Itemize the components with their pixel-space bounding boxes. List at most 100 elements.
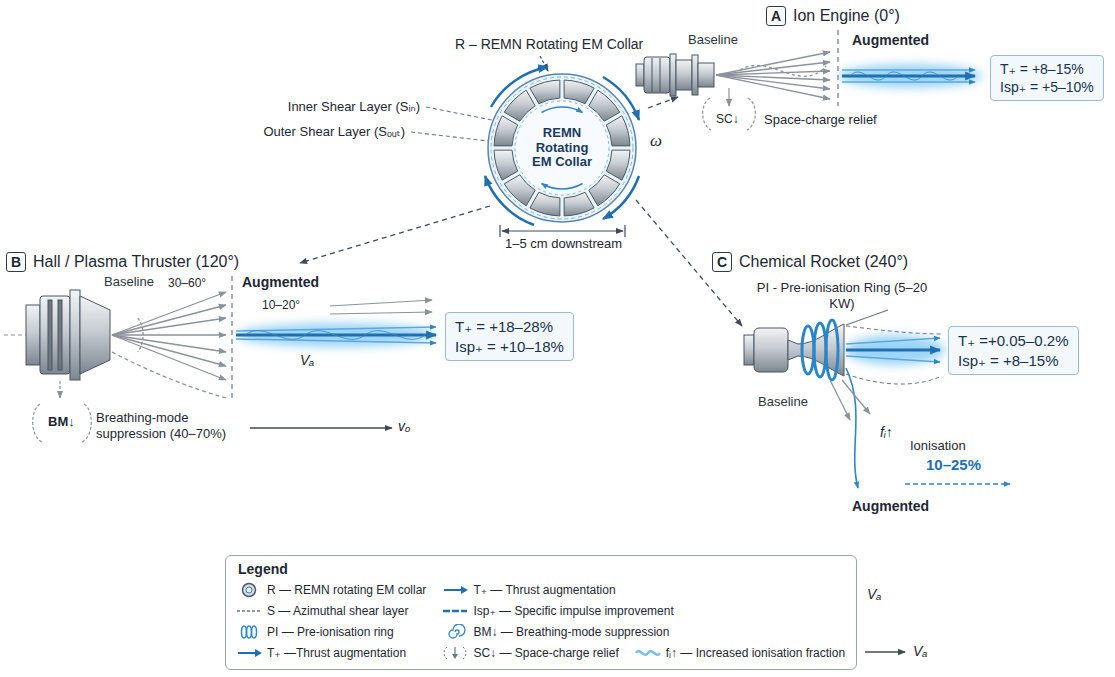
augmented-plume: [845, 335, 945, 365]
annotation-label: Augmented: [852, 498, 929, 514]
legend-item: S — Azimuthal shear layer: [236, 603, 408, 619]
inner-shear-layer: [515, 101, 609, 195]
legend-text: T₊ —Thrust augmentation: [267, 646, 406, 660]
legend-icon-part: [237, 610, 261, 612]
dimension-line: [624, 225, 625, 237]
annotation-label: R – REMN Rotating EM Collar: [455, 36, 643, 52]
velocity-arrow: [865, 651, 905, 653]
legend-icon: [236, 582, 262, 598]
annotation-label: Breathing-mode suppression (40–70%): [96, 410, 242, 442]
hall-thruster: [4, 335, 26, 336]
outer-shear-layer: [491, 77, 633, 219]
ion-engine: [698, 63, 714, 87]
legend-item: T₊ — Thrust augmentation: [442, 582, 615, 598]
annotation-label: Ionisation: [910, 438, 966, 453]
panel-heading: C Chemical Rocket (240°): [712, 252, 908, 272]
collar-link: [300, 206, 490, 263]
collar-link: [648, 97, 678, 108]
annotation-label: Inner Shear Layer (Sᵢₙ): [288, 99, 420, 114]
ion-engine: [660, 58, 661, 92]
collar-segment: [494, 150, 518, 180]
label-slot: Legend: [238, 561, 288, 577]
augmented-beam: [838, 64, 982, 88]
legend-icon: [236, 645, 262, 661]
annotation-label: Outer Shear Layer (Sₒᵤₜ): [263, 124, 405, 139]
ion-engine: [636, 64, 644, 86]
dimension-line: [499, 225, 500, 237]
annotation-label: Vₐ: [300, 352, 314, 368]
augmented-beam: [236, 323, 436, 347]
panel-letter: B: [6, 252, 26, 272]
hall-thruster: [80, 296, 110, 374]
hall-thruster: [40, 296, 70, 374]
annotation-label: vₒ: [398, 418, 411, 434]
annotation-label: ω: [650, 131, 662, 151]
augmented-plume: [846, 326, 942, 334]
node-text: T₊ = +8–15%: [1000, 60, 1094, 78]
panel-title: Hall / Plasma Thruster (120°): [33, 252, 239, 272]
ion-engine: [636, 54, 714, 96]
rotation-arrow: [542, 107, 583, 112]
label-slot: 30–60°: [168, 276, 206, 290]
legend-icon-part: [444, 589, 462, 591]
result-box: T₊ = +8–15%Isp₊ = +5–10%: [990, 55, 1104, 101]
augmented-plume: [905, 483, 1010, 484]
label-slot: 10–25%: [926, 456, 981, 473]
label-slot: Ionisation: [910, 438, 966, 453]
node-text: T₊ =+0.05–0.2%: [958, 331, 1069, 351]
node-text: T₊ = +18–28%: [455, 317, 564, 337]
collar-outline: [488, 74, 636, 222]
label-slot: Baseline: [758, 394, 808, 409]
label-slot: Vₐ: [300, 352, 314, 368]
annotation-label: SC↓: [716, 112, 739, 126]
baseline-divider: [231, 276, 232, 402]
baseline-plume: [138, 318, 143, 352]
label-slot: Inner Shear Layer (Sᵢₙ): [288, 99, 420, 114]
annotation-label: fᵢ↑: [880, 424, 893, 440]
space-charge-symbol: [703, 98, 711, 130]
legend-icon-part: [461, 586, 468, 594]
baseline-plume: [716, 71, 830, 75]
pre-ionisation-ring: [814, 323, 826, 377]
panel-title: Ion Engine (0°): [793, 6, 900, 26]
legend-item: BM↓ — Breathing-mode suppression: [442, 624, 669, 640]
annotation-label: Legend: [238, 561, 288, 577]
ring-leader: [846, 310, 888, 325]
legend-item: R — REMN rotating EM collar: [236, 582, 426, 598]
legend-icon-part: [455, 647, 456, 655]
legend-icon-part: [246, 587, 252, 593]
dimension-line: [500, 225, 625, 237]
collar-segment: [530, 192, 560, 216]
annotation-label: Baseline: [758, 394, 808, 409]
augmented-plume: [846, 374, 942, 384]
ion-engine: [652, 58, 653, 92]
node-text: Isp₊ = +5–10%: [1000, 78, 1094, 96]
baseline-plume: [112, 335, 226, 352]
chemical-rocket: [744, 324, 844, 376]
label-slot: Baseline: [104, 274, 154, 289]
chemical-rocket: [754, 328, 788, 372]
legend-icon: [442, 645, 468, 661]
legend-icon-part: [443, 610, 467, 613]
panel-heading: AIon Engine (0°): [766, 6, 900, 26]
augmented-beam: [330, 312, 432, 314]
hall-thruster: [58, 300, 62, 370]
collar-segment: [606, 150, 630, 180]
legend-item: fᵢ↑ — Increased ionisation fraction: [635, 645, 845, 661]
augmented-plume: [846, 368, 858, 488]
pre-ionisation-ring: [802, 320, 838, 380]
panel-letter: C: [712, 252, 732, 272]
legend-text: PI — Pre-ionisation ring: [267, 625, 394, 639]
label-slot: 1–5 cm downstream: [505, 236, 622, 251]
annotation-label: 10–25%: [926, 456, 981, 473]
breathing-mode-symbol: [33, 381, 92, 442]
legend-item: SC↓ — Space-charge relief: [442, 645, 618, 661]
legend-item: PI — Pre-ionisation ring: [236, 624, 394, 640]
panel-title: Chemical Rocket (240°): [739, 252, 908, 272]
legend-text: Isp₊ — Specific impulse improvement: [473, 604, 673, 618]
ion-engine: [644, 57, 670, 93]
legend-icon-part: [444, 647, 447, 659]
legend-icon-part: [252, 626, 257, 638]
label-slot: Augmented: [852, 32, 929, 48]
